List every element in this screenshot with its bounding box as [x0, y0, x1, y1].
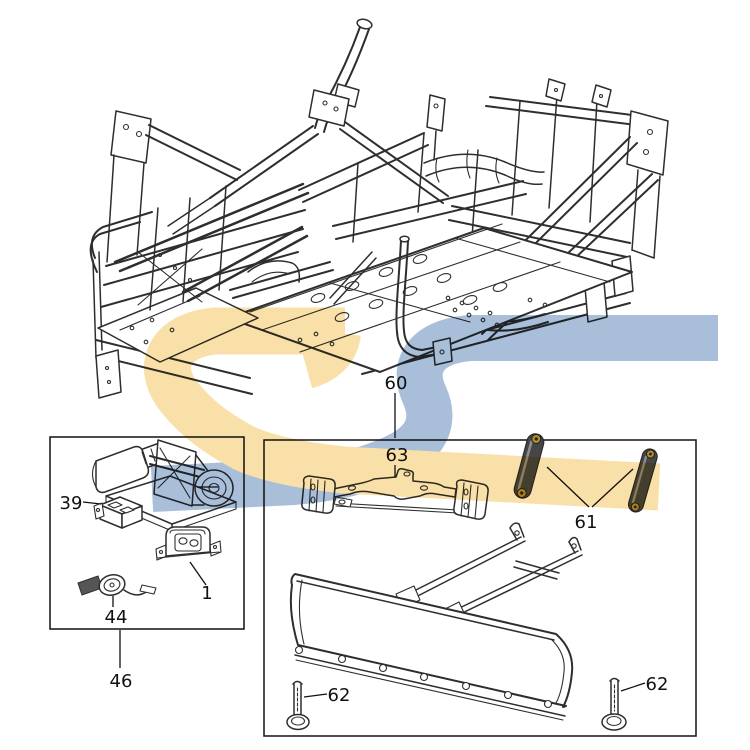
callout-62-left: 62 — [328, 685, 351, 706]
callout-62-right-line — [620, 682, 646, 692]
callout-62-left-line — [303, 693, 328, 698]
watermark-tan-swoosh — [144, 307, 661, 511]
plow-blade-illustration — [289, 522, 583, 721]
callout-1: 1 — [201, 583, 212, 604]
callout-44: 44 — [105, 607, 128, 628]
callout-62-right: 62 — [646, 674, 669, 695]
callout-39-line — [82, 501, 102, 505]
logo-watermark — [144, 307, 718, 512]
callout-1-line — [189, 561, 207, 586]
j-bolt-right-illustration — [601, 677, 627, 731]
callout-46: 46 — [110, 671, 133, 692]
contactor-illustration — [93, 496, 143, 529]
winch-kit-box — [49, 436, 245, 630]
j-bolt-left-illustration — [286, 680, 310, 731]
callout-39: 39 — [60, 493, 83, 514]
watermark-tan-elbow — [298, 328, 361, 389]
plow-mount-parts-box — [263, 439, 697, 737]
rocker-switch-illustration — [155, 526, 222, 561]
remote-control-illustration — [77, 574, 157, 596]
callout-61: 61 — [575, 512, 598, 533]
